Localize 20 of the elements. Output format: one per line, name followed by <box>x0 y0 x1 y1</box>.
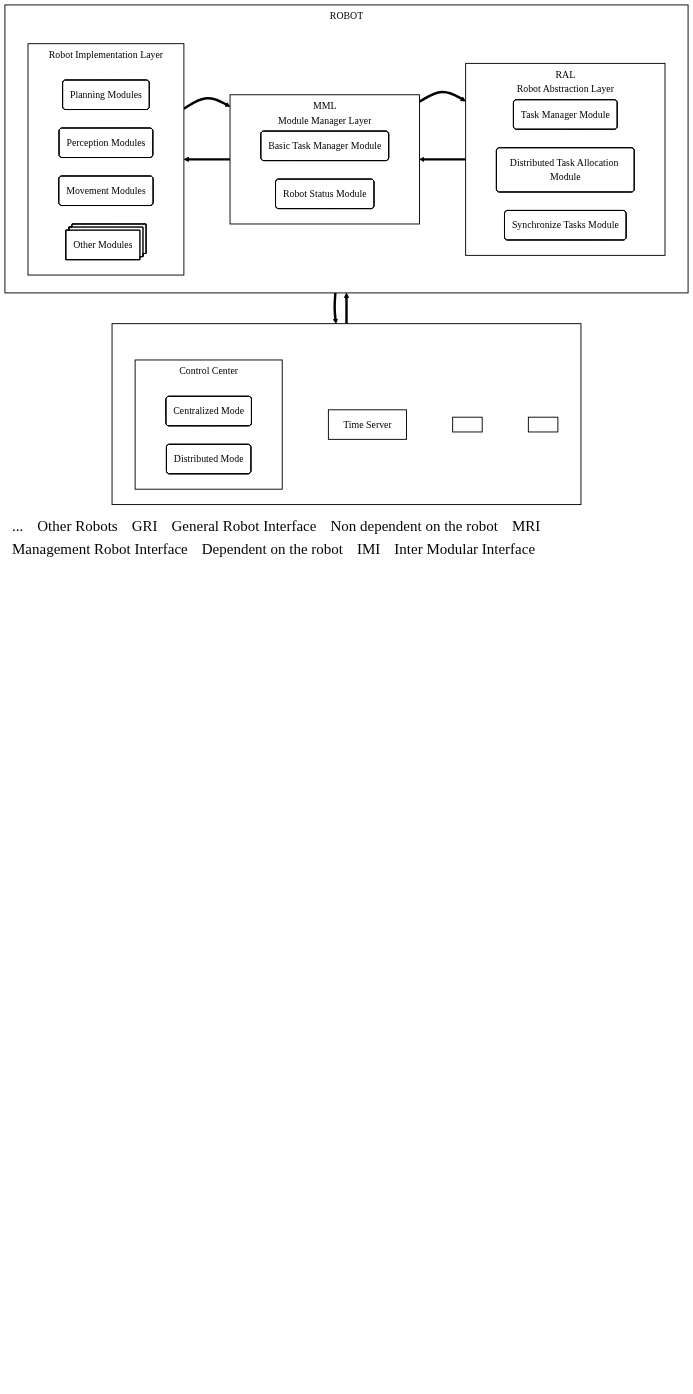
note-label: Other Robots <box>37 517 118 535</box>
node-box <box>452 416 483 433</box>
arrow <box>183 156 231 163</box>
note-label: Non dependent on the robot <box>330 517 498 535</box>
arrow <box>418 90 466 103</box>
note-label: MRI <box>511 517 541 535</box>
cluster <box>111 323 582 506</box>
note-label: GRI <box>131 517 158 535</box>
note-label: General Robot Interface <box>171 517 317 535</box>
arrow <box>332 292 339 324</box>
arrow <box>419 156 466 163</box>
note-label: Dependent on the robot <box>201 540 343 558</box>
node-box: Time Server <box>327 409 407 440</box>
note-label: IMI <box>357 540 381 558</box>
note-label: Management Robot Interface <box>12 540 188 558</box>
note-label: Inter Modular Interface <box>394 540 536 558</box>
arrow <box>343 292 350 324</box>
node-box <box>527 416 559 433</box>
arrow <box>183 97 231 110</box>
note-label: ... <box>12 517 24 535</box>
